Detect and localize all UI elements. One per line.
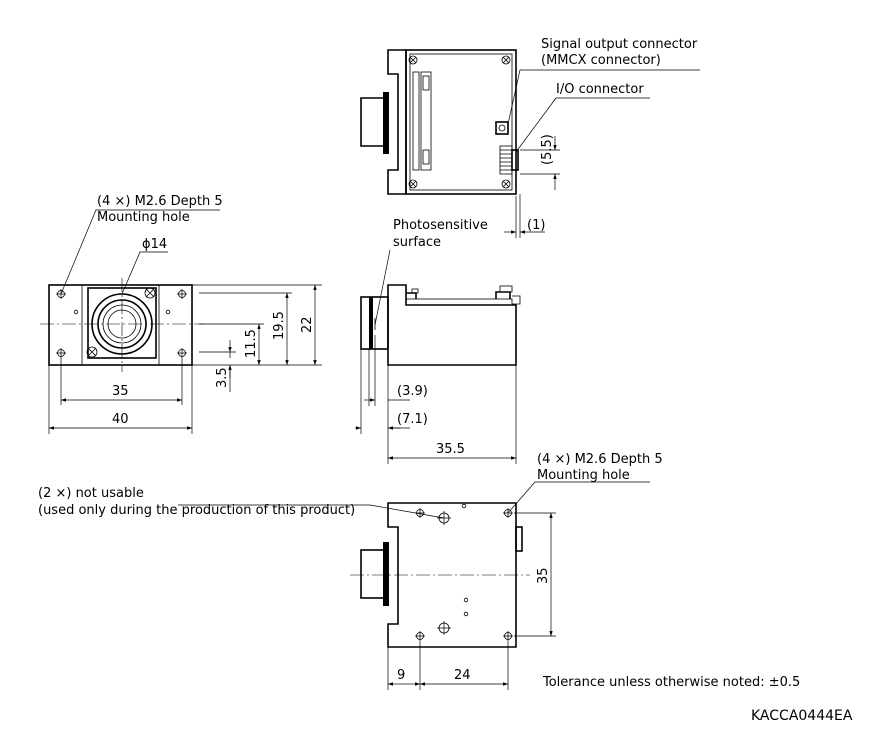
- dim-9: 9: [397, 668, 405, 683]
- dim-1: (1): [527, 218, 545, 233]
- dim-7-1: (7.1): [397, 412, 428, 427]
- mounting-hole-icon: [415, 508, 513, 641]
- phi14-label: ϕ14: [142, 237, 167, 252]
- dim-22: 22: [300, 316, 315, 333]
- drawing-code: KACCA0444EA: [751, 708, 853, 724]
- dim-35-5: 35.5: [436, 442, 465, 457]
- not-usable-label-2: (used only during the production of this…: [38, 503, 355, 518]
- dim-3-5: 3.5: [215, 367, 230, 388]
- dim-35-bottom: 35: [536, 567, 551, 584]
- io-connector-label: I/O connector: [556, 82, 644, 97]
- tolerance-note: Tolerance unless otherwise noted: ±0.5: [542, 675, 800, 690]
- mmcx-label: (MMCX connector): [541, 53, 661, 68]
- front-mount-label-1: (4 ×) M2.6 Depth 5: [97, 194, 223, 209]
- unusable-hole-icon: [437, 511, 451, 635]
- dim-11-5: 11.5: [244, 329, 259, 358]
- rear-view: [360, 49, 700, 238]
- dim-35-front: 35: [112, 384, 129, 399]
- signal-output-label: Signal output connector: [541, 37, 698, 52]
- photosensitive-label-2: surface: [393, 235, 441, 250]
- dim-3-9: (3.9): [397, 384, 428, 399]
- photosensitive-label-1: Photosensitive: [393, 218, 488, 233]
- not-usable-label-1: (2 ×) not usable: [38, 486, 144, 501]
- bottom-mount-label-2: Mounting hole: [537, 468, 630, 483]
- dim-19-5: 19.5: [272, 311, 287, 340]
- front-mount-label-2: Mounting hole: [97, 210, 190, 225]
- mmcx-connector: [495, 121, 509, 135]
- side-view: [355, 249, 521, 464]
- bottom-view: [178, 481, 650, 690]
- dim-40: 40: [112, 412, 129, 427]
- dim-5-5: (5.5): [540, 134, 555, 165]
- screw-icon: [408, 55, 511, 189]
- front-view: [40, 209, 322, 434]
- bottom-mount-label-1: (4 ×) M2.6 Depth 5: [537, 452, 663, 467]
- dim-24: 24: [454, 668, 471, 683]
